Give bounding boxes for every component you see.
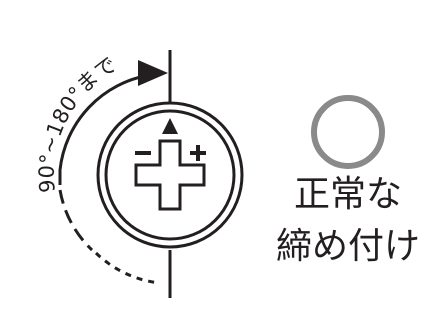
minus-sign-icon: [135, 151, 151, 155]
rotation-arc-dashed: [58, 189, 94, 252]
rotation-arc-solid: [58, 73, 151, 185]
status-line-2: 締め付け: [276, 226, 420, 267]
clockwise-arrow-icon: [138, 60, 168, 86]
phillips-screw-head-icon: [96, 101, 244, 249]
rotation-arc-dotted: [94, 251, 161, 285]
status-line-1: 正常な: [294, 174, 402, 215]
ok-status-symbol: ○: [0, 0, 1, 1]
plus-sign-icon: [190, 145, 206, 161]
triangle-pointer-icon: [162, 118, 178, 134]
ok-status-circle: [311, 95, 385, 169]
